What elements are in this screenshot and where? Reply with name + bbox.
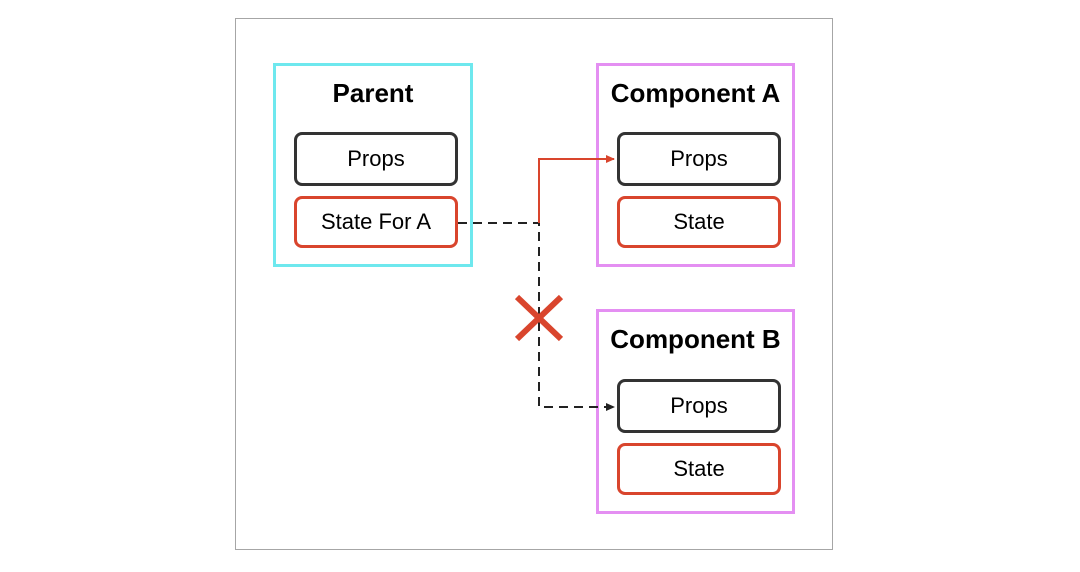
component-b-state-box: State bbox=[617, 443, 781, 495]
component-b-props-box: Props bbox=[617, 379, 781, 433]
parent-group: Parent bbox=[273, 63, 473, 267]
blocked-cross-icon bbox=[514, 294, 564, 342]
component-a-state-box: State bbox=[617, 196, 781, 248]
component-a-props-label: Props bbox=[670, 146, 728, 171]
component-a-title: Component A bbox=[610, 78, 781, 108]
parent-state-label: State For A bbox=[320, 209, 432, 234]
component-b-state-label: State bbox=[673, 456, 725, 481]
parent-title: Parent bbox=[332, 78, 414, 108]
component-b-props-label: Props bbox=[670, 393, 728, 418]
component-a-state-label: State bbox=[673, 209, 725, 234]
component-b-title: Component B bbox=[610, 324, 781, 354]
component-a-props-box: Props bbox=[617, 132, 781, 186]
component-a-group: Component A bbox=[596, 63, 795, 267]
parent-props-box: Props bbox=[294, 132, 458, 186]
parent-props-label: Props bbox=[347, 146, 405, 171]
parent-state-for-a-box: State For A bbox=[294, 196, 458, 248]
solid-arrow-to-component-a bbox=[538, 155, 615, 223]
component-b-group: Component B bbox=[596, 309, 795, 514]
